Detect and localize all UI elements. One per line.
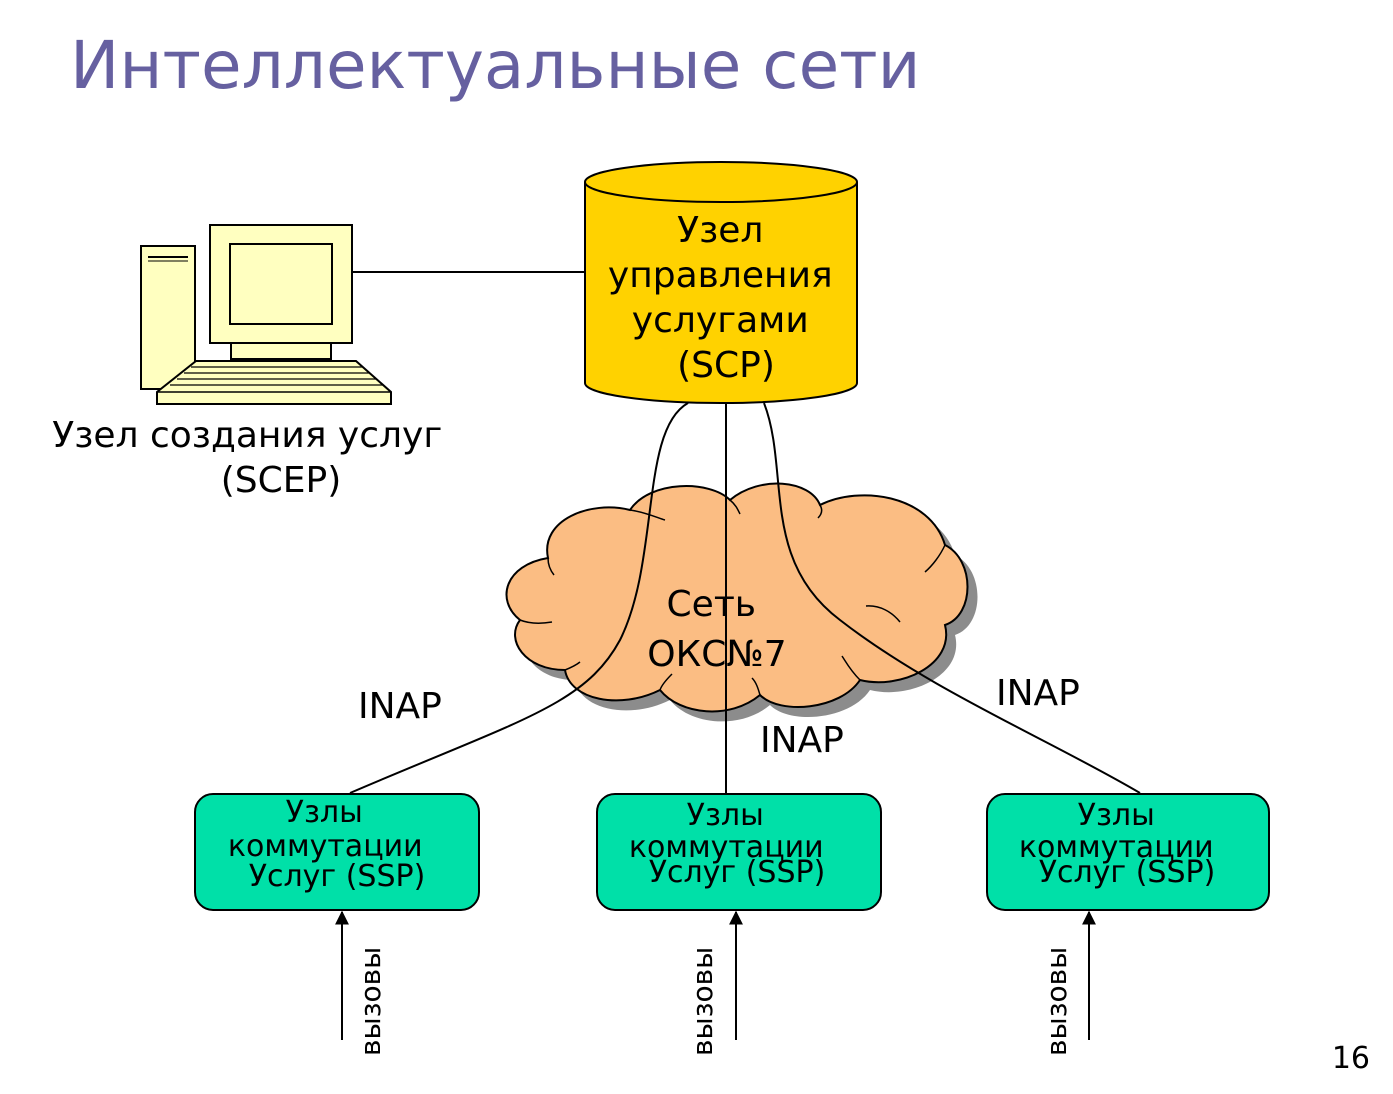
network-label: Сеть ОКС№7 — [647, 584, 786, 675]
svg-text:Узлы коммутации Ус: Узлы коммутации Услуг (SSP) — [1019, 798, 1223, 890]
calls-label-1: вызовы — [354, 947, 387, 1056]
page-number: 16 — [1332, 1041, 1370, 1076]
ssp-node-1: Узлы коммутации Услуг (SSP) — [194, 793, 480, 911]
inap-label-left: INAP — [358, 686, 442, 727]
inap-link-left — [349, 402, 689, 794]
cloud-inner-arcs — [519, 499, 946, 696]
ssp-node-2: Узлы коммутации Услуг (SSP) — [596, 793, 882, 911]
cloud-icon — [505, 482, 969, 713]
inap-link-right — [763, 402, 1141, 794]
call-arrows — [335, 910, 1096, 1040]
inap-label-right: INAP — [996, 673, 1080, 714]
svg-text:Узлы коммутации Ус: Узлы коммутации Услуг (SSP) — [228, 795, 432, 894]
inap-label-center: INAP — [760, 720, 844, 761]
page-title: Интеллектуальные сети — [70, 27, 921, 104]
calls-label-3: вызовы — [1040, 947, 1073, 1056]
scp-database-icon — [584, 161, 858, 404]
ssp-node-3: Узлы коммутации Услуг (SSP) — [986, 793, 1270, 911]
calls-label-2: вызовы — [686, 947, 719, 1056]
scp-label: Узел управления услугами (SCP) — [608, 210, 844, 386]
svg-text:Узлы коммутации Ус: Узлы коммутации Услуг (SSP) — [629, 798, 833, 890]
computer-icon — [140, 224, 392, 405]
scep-label: Узел создания услуг (SCEP) — [52, 415, 453, 501]
inap-links — [349, 402, 1141, 794]
